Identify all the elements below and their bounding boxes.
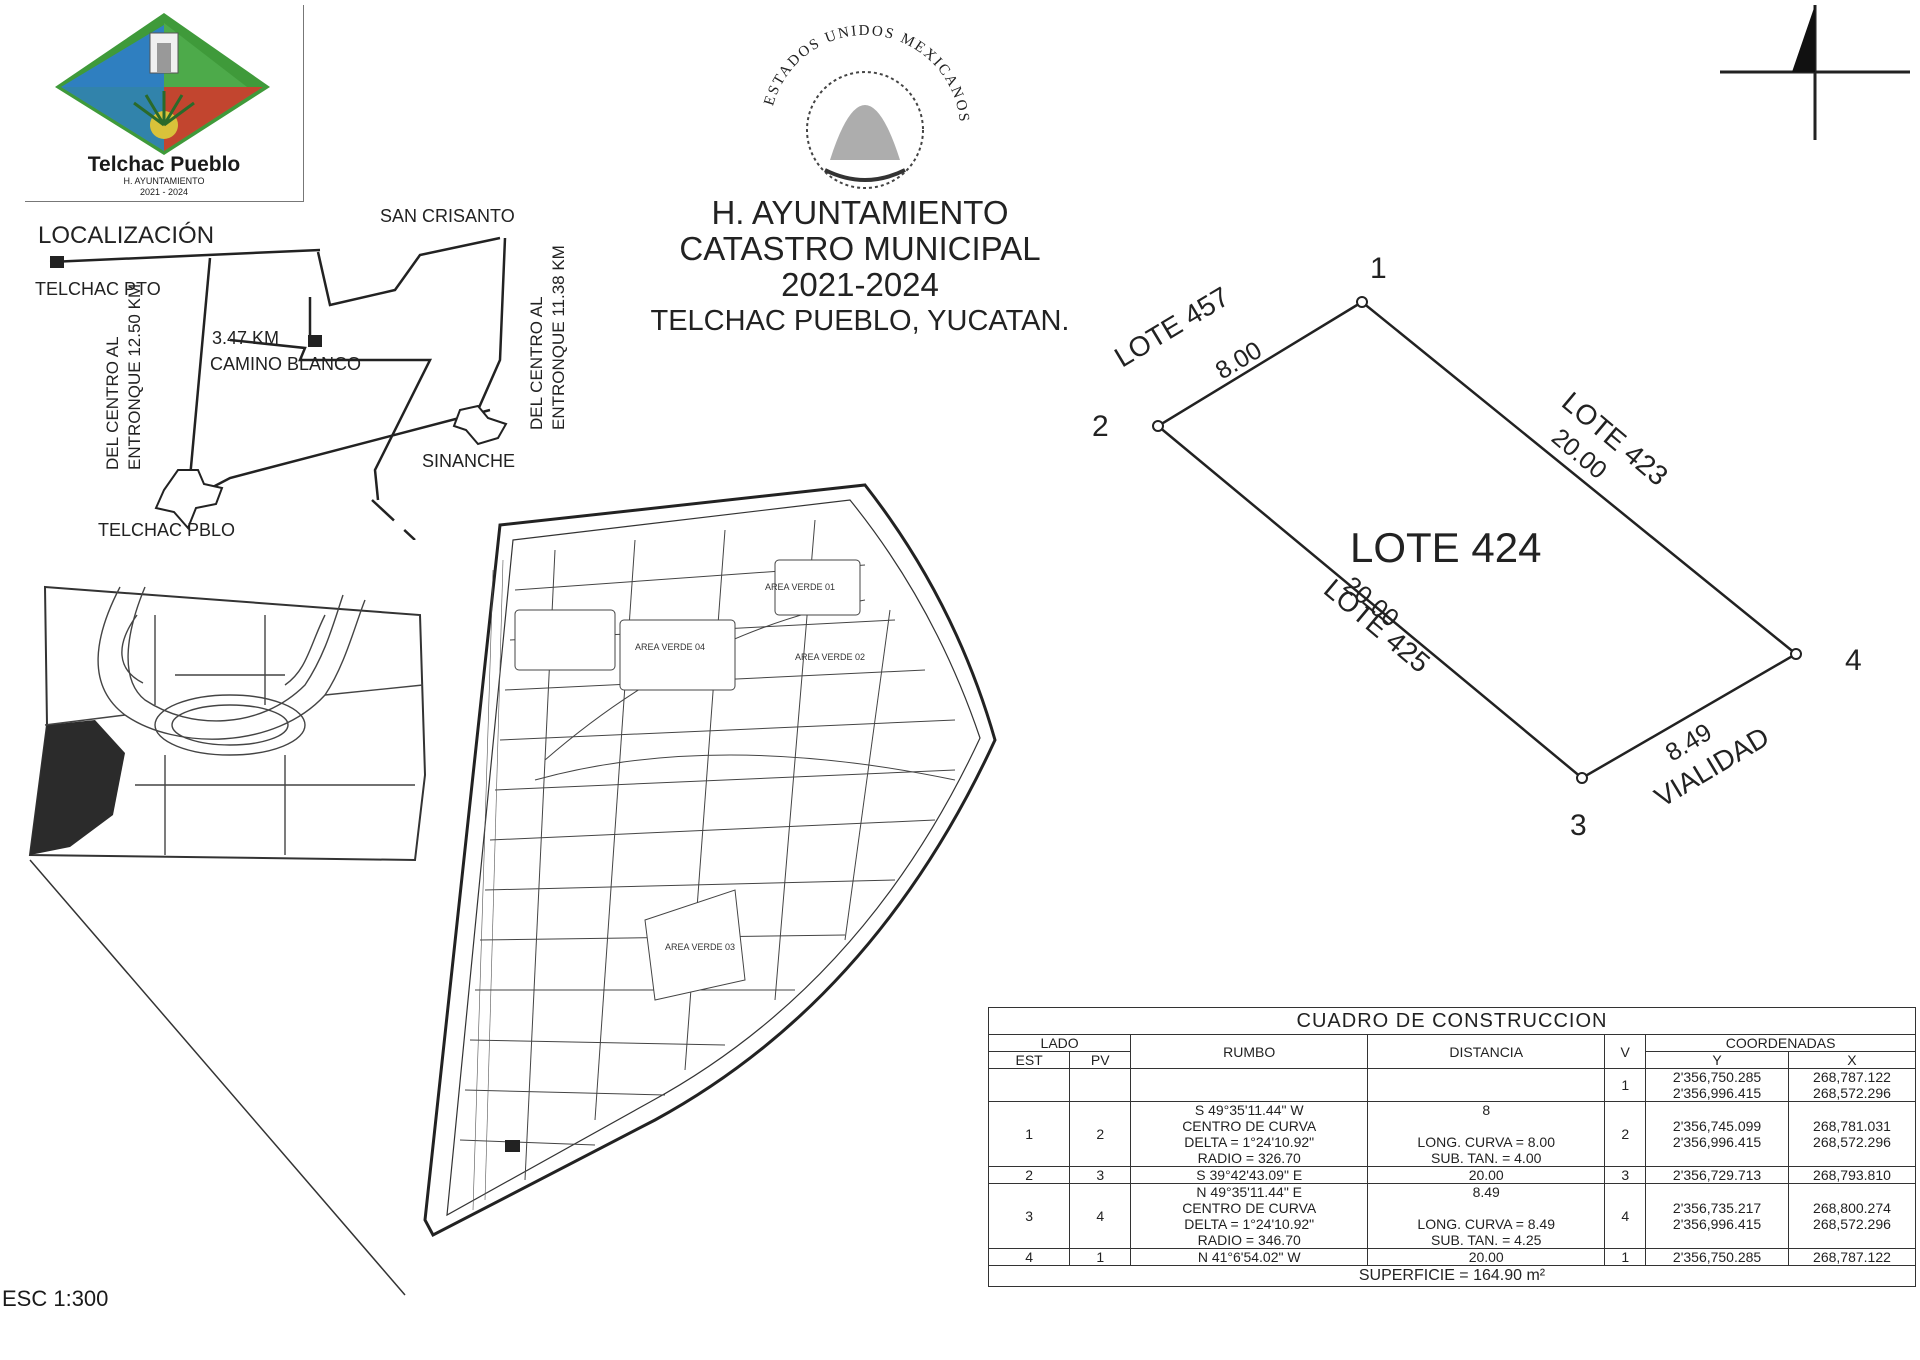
label-road-left-1: DEL CENTRO AL bbox=[103, 336, 122, 470]
logo-name: Telchac Pueblo bbox=[87, 153, 241, 176]
cell-v: 3 bbox=[1604, 1166, 1647, 1184]
cell-v: 1 bbox=[1604, 1248, 1647, 1266]
label-road-right-2: ENTRONQUE 11.38 KM bbox=[549, 245, 568, 430]
inset-connector-lines bbox=[29, 859, 406, 1296]
cell-pv: 2 bbox=[1069, 1101, 1132, 1167]
national-seal: ESTADOS UNIDOS MEXICANOS bbox=[761, 23, 970, 189]
cell-x: 268,800.274 268,572.296 bbox=[1787, 1183, 1917, 1249]
vertex-1-label: 1 bbox=[1370, 252, 1387, 285]
logo-line2: 2021 - 2024 bbox=[139, 187, 189, 197]
cell-y: 2'356,750.285 2'356,996.415 bbox=[1645, 1068, 1789, 1102]
cell-x: 268,787.122 bbox=[1787, 1248, 1917, 1266]
area-label-2: AREA VERDE 01 bbox=[765, 582, 835, 592]
col-pv: PV bbox=[1069, 1051, 1132, 1069]
cell-x: 268,781.031 268,572.296 bbox=[1787, 1101, 1917, 1167]
logo-line1: H. AYUNTAMIENTO bbox=[123, 176, 205, 186]
cell-pv: 3 bbox=[1069, 1166, 1132, 1184]
label-sinanche: SINANCHE bbox=[422, 451, 515, 471]
location-map: LOCALIZACIÓN TELCHAC PTO SAN CRISANTO 3.… bbox=[35, 206, 568, 540]
cell-v: 2 bbox=[1604, 1101, 1647, 1167]
vertex-4-label: 4 bbox=[1845, 644, 1862, 677]
cell-y: 2'356,735.217 2'356,996.415 bbox=[1645, 1183, 1789, 1249]
label-telchac-pblo: TELCHAC PBLO bbox=[98, 520, 235, 540]
vertex-2-label: 2 bbox=[1092, 410, 1109, 443]
lot-name: LOTE 424 bbox=[1350, 524, 1541, 571]
col-x: X bbox=[1787, 1051, 1917, 1069]
cell-v: 1 bbox=[1604, 1068, 1647, 1102]
cell-rumbo: S 39°42'43.09" E bbox=[1130, 1166, 1369, 1184]
cell-est: 2 bbox=[987, 1166, 1071, 1184]
col-rumbo: RUMBO bbox=[1130, 1034, 1369, 1069]
cell-est: 1 bbox=[987, 1101, 1071, 1167]
cell-distancia: 20.00 bbox=[1367, 1166, 1606, 1184]
cell-distancia: 20.00 bbox=[1367, 1248, 1606, 1266]
cell-y: 2'356,729.713 bbox=[1645, 1166, 1789, 1184]
label-camino-blanco: CAMINO BLANCO bbox=[210, 354, 361, 374]
north-arrow-icon bbox=[1720, 5, 1910, 140]
cell-distancia: 8 LONG. CURVA = 8.00 SUB. TAN. = 4.00 bbox=[1367, 1101, 1606, 1167]
cell-x: 268,787.122 268,572.296 bbox=[1787, 1068, 1917, 1102]
construction-table: CUADRO DE CONSTRUCCION LADO RUMBO DISTAN… bbox=[987, 1007, 1917, 1287]
cell-distancia: 8.49 LONG. CURVA = 8.49 SUB. TAN. = 4.25 bbox=[1367, 1183, 1606, 1249]
label-distance: 3.47 KM bbox=[212, 328, 279, 348]
logo-emblem bbox=[55, 13, 270, 155]
header-line2: CATASTRO MUNICIPAL bbox=[679, 230, 1041, 267]
label-road-left-2: ENTRONQUE 12.50 KM bbox=[125, 284, 144, 470]
header-line4: TELCHAC PUEBLO, YUCATAN. bbox=[650, 305, 1070, 337]
cell-v: 4 bbox=[1604, 1183, 1647, 1249]
cell-rumbo bbox=[1130, 1068, 1369, 1102]
cell-rumbo: N 41°6'54.02" W bbox=[1130, 1248, 1369, 1266]
vertex-3-label: 3 bbox=[1570, 809, 1587, 842]
vertex-3-marker bbox=[1576, 772, 1588, 784]
table-title: CUADRO DE CONSTRUCCION bbox=[988, 1007, 1916, 1035]
col-v: V bbox=[1604, 1034, 1647, 1069]
cell-pv bbox=[1069, 1068, 1132, 1102]
cell-distancia bbox=[1367, 1068, 1606, 1102]
vertex-1-marker bbox=[1356, 296, 1368, 308]
location-title: LOCALIZACIÓN bbox=[38, 222, 214, 249]
col-est: EST bbox=[987, 1051, 1071, 1069]
inset-subdivision-map bbox=[28, 585, 427, 862]
table-superficie: SUPERFICIE = 164.90 m² bbox=[988, 1265, 1916, 1287]
cadastre-header: H. AYUNTAMIENTO CATASTRO MUNICIPAL 2021-… bbox=[600, 195, 1120, 339]
cell-y: 2'356,750.285 bbox=[1645, 1248, 1789, 1266]
label-road-right-1: DEL CENTRO AL bbox=[527, 296, 546, 430]
area-label-3: AREA VERDE 02 bbox=[795, 652, 865, 662]
cell-y: 2'356,745.099 2'356,996.415 bbox=[1645, 1101, 1789, 1167]
header-line1: H. AYUNTAMIENTO bbox=[711, 194, 1009, 231]
cell-rumbo: S 49°35'11.44" W CENTRO DE CURVA DELTA =… bbox=[1130, 1101, 1369, 1167]
cell-pv: 1 bbox=[1069, 1248, 1132, 1266]
cell-x: 268,793.810 bbox=[1787, 1166, 1917, 1184]
cell-est bbox=[987, 1068, 1071, 1102]
scale-label: ESC 1:300 bbox=[2, 1286, 109, 1311]
vertex-4-marker bbox=[1790, 648, 1802, 660]
subdivision-plan: AREA VERDE 04 AREA VERDE 01 AREA VERDE 0… bbox=[423, 483, 997, 1238]
label-telchac-pto: TELCHAC PTO bbox=[35, 279, 161, 299]
cell-est: 3 bbox=[987, 1183, 1071, 1249]
vertex-2-marker bbox=[1152, 420, 1164, 432]
col-y: Y bbox=[1645, 1051, 1789, 1069]
cell-pv: 4 bbox=[1069, 1183, 1132, 1249]
col-distancia: DISTANCIA bbox=[1367, 1034, 1606, 1069]
col-lado: LADO bbox=[987, 1034, 1132, 1052]
label-san-crisanto: SAN CRISANTO bbox=[380, 206, 515, 226]
cell-est: 4 bbox=[987, 1248, 1071, 1266]
area-label-1: AREA VERDE 04 bbox=[635, 642, 705, 652]
area-label-4: AREA VERDE 03 bbox=[665, 942, 735, 952]
cell-rumbo: N 49°35'11.44" E CENTRO DE CURVA DELTA =… bbox=[1130, 1183, 1369, 1249]
lot-drawing: 1 2 3 4 LOTE 424 LOTE 457 8.00 LOTE 423 … bbox=[1092, 252, 1862, 842]
col-coordenadas: COORDENADAS bbox=[1645, 1034, 1916, 1052]
municipality-logo: Telchac Pueblo H. AYUNTAMIENTO 2021 - 20… bbox=[25, 5, 304, 202]
header-line3: 2021-2024 bbox=[781, 266, 939, 303]
